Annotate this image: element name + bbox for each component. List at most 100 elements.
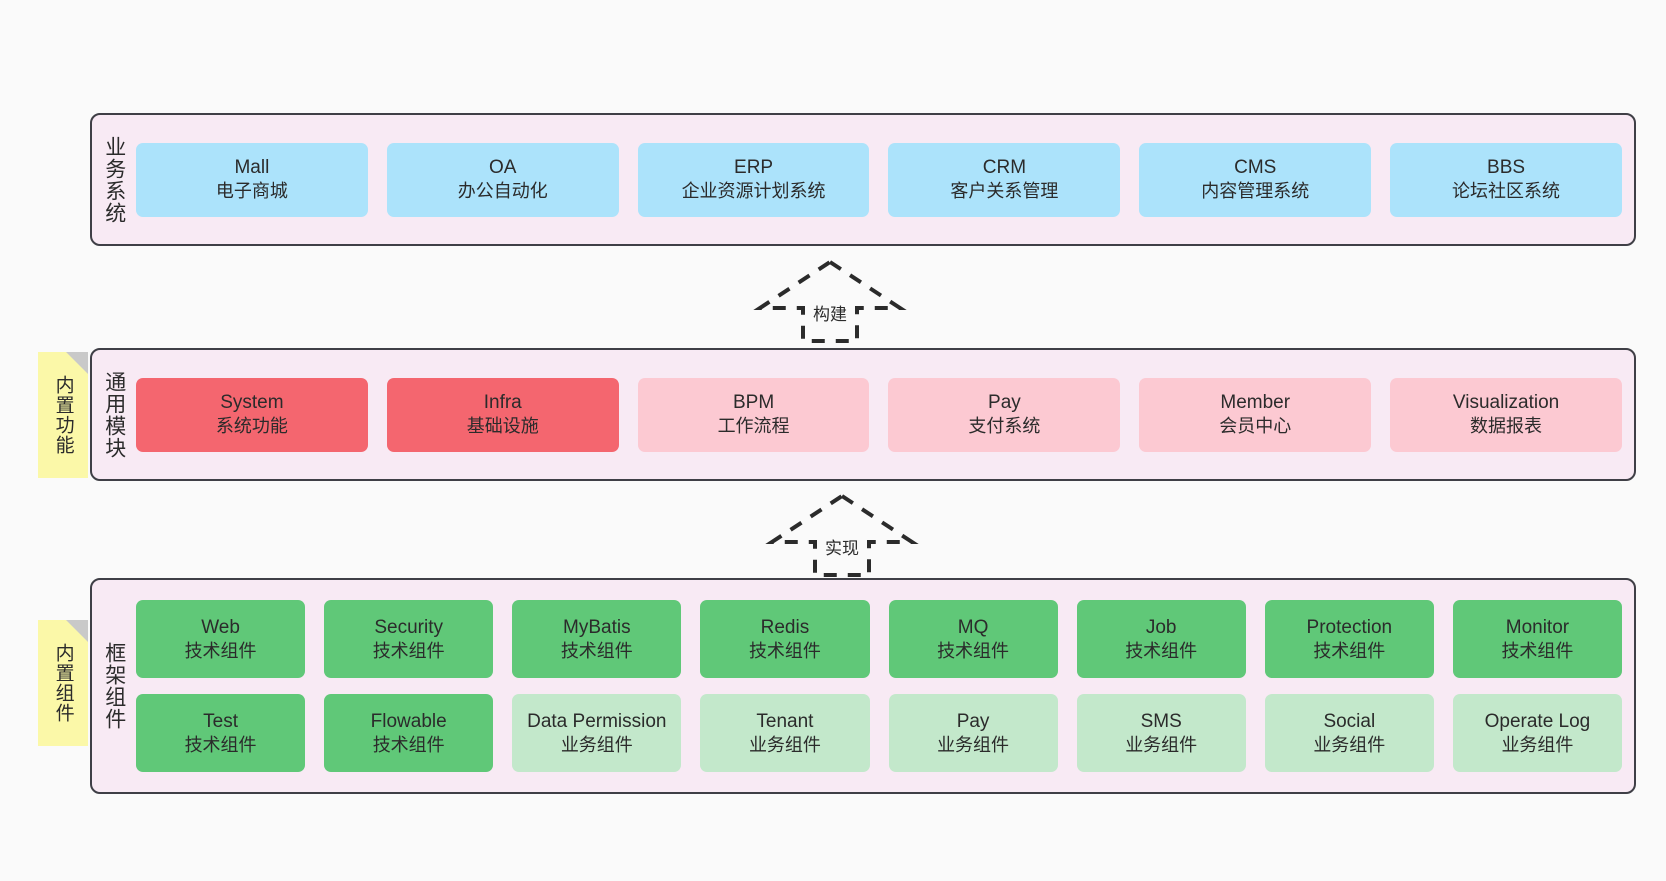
node-oa[interactable]: OA 办公自动化 [386,142,619,217]
node-subtitle: 技术组件 [1501,640,1574,661]
layer-row: System 系统功能 Infra 基础设施 BPM 工作流程 Pay 支付系统… [136,377,1622,452]
node-web[interactable]: Web 技术组件 [136,600,306,678]
node-title: Pay [956,710,990,732]
node-title: Flowable [370,710,447,732]
layer-common-modules: 通用模块 System 系统功能 Infra 基础设施 BPM 工作流程 Pay… [90,348,1636,481]
node-pay-component[interactable]: Pay 业务组件 [888,694,1058,772]
node-subtitle: 业务组件 [1501,734,1574,755]
node-title: Social [1323,710,1376,732]
layer-body-frame: Web 技术组件 Security 技术组件 MyBatis 技术组件 Redi… [136,580,1634,792]
node-sms[interactable]: SMS 业务组件 [1076,694,1246,772]
node-title: Mall [234,157,270,179]
node-mq[interactable]: MQ 技术组件 [888,600,1058,678]
node-subtitle: 技术组件 [937,640,1010,661]
layer-row: Web 技术组件 Security 技术组件 MyBatis 技术组件 Redi… [136,600,1622,678]
node-subtitle: 论坛社区系统 [1452,181,1561,202]
node-visualization[interactable]: Visualization 数据报表 [1390,377,1622,452]
layer-row: Test 技术组件 Flowable 技术组件 Data Permission … [136,694,1622,772]
node-subtitle: 支付系统 [968,416,1041,437]
node-bbs[interactable]: BBS 论坛社区系统 [1390,142,1622,217]
node-subtitle: 技术组件 [372,640,445,661]
node-title: SMS [1140,710,1182,732]
node-subtitle: 业务组件 [748,734,821,755]
node-subtitle: 技术组件 [1313,640,1386,661]
arrow-implement: 实现 [765,492,919,577]
node-title: Data Permission [527,710,667,732]
node-mall[interactable]: Mall 电子商城 [136,142,368,217]
node-monitor[interactable]: Monitor 技术组件 [1452,600,1622,678]
node-social[interactable]: Social 业务组件 [1264,694,1434,772]
node-subtitle: 数据报表 [1470,416,1543,437]
node-subtitle: 客户关系管理 [950,181,1059,202]
note-label: 内置组件 [52,643,74,723]
node-title: Redis [760,616,810,638]
node-subtitle: 技术组件 [372,734,445,755]
node-bpm[interactable]: BPM 工作流程 [637,377,870,452]
node-subtitle: 技术组件 [1125,640,1198,661]
node-flowable[interactable]: Flowable 技术组件 [324,694,494,772]
node-subtitle: 工作流程 [717,416,790,437]
node-title: Infra [483,392,522,414]
node-operate-log[interactable]: Operate Log 业务组件 [1452,694,1622,772]
layer-title-business: 业务系统 [102,135,126,224]
node-title: Job [1145,616,1177,638]
node-title: OA [489,157,517,179]
node-title: Operate Log [1484,710,1591,732]
layer-business-systems: 业务系统 Mall 电子商城 OA 办公自动化 ERP 企业资源计划系统 CRM… [90,113,1636,246]
node-title: CMS [1234,157,1277,179]
node-title: BPM [732,392,775,414]
node-pay-module[interactable]: Pay 支付系统 [888,377,1121,452]
node-security[interactable]: Security 技术组件 [324,600,494,678]
node-subtitle: 技术组件 [560,640,633,661]
note-builtin-features: 内置功能 [38,352,88,478]
node-title: Protection [1306,616,1393,638]
node-system[interactable]: System 系统功能 [136,377,368,452]
node-title: System [220,392,284,414]
layer-title-common: 通用模块 [102,370,126,459]
node-subtitle: 业务组件 [1125,734,1198,755]
node-title: Pay [988,392,1021,414]
note-label: 内置功能 [52,375,74,455]
node-test[interactable]: Test 技术组件 [136,694,306,772]
node-title: Test [203,710,238,732]
node-tenant[interactable]: Tenant 业务组件 [700,694,870,772]
node-infra[interactable]: Infra 基础设施 [386,377,619,452]
node-erp[interactable]: ERP 企业资源计划系统 [637,142,870,217]
node-subtitle: 业务组件 [1313,734,1386,755]
node-cms[interactable]: CMS 内容管理系统 [1139,142,1372,217]
node-subtitle: 内容管理系统 [1201,181,1310,202]
node-protection[interactable]: Protection 技术组件 [1264,600,1434,678]
node-subtitle: 会员中心 [1219,416,1292,437]
node-subtitle: 技术组件 [748,640,821,661]
node-subtitle: 业务组件 [937,734,1010,755]
node-title: Visualization [1452,392,1560,414]
layer-framework-components: 框架组件 Web 技术组件 Security 技术组件 MyBatis 技术组件… [90,578,1636,794]
node-subtitle: 系统功能 [215,416,288,437]
node-title: Tenant [756,710,814,732]
layer-row: Mall 电子商城 OA 办公自动化 ERP 企业资源计划系统 CRM 客户关系… [136,142,1622,217]
note-builtin-components: 内置组件 [38,620,88,746]
layer-body-business: Mall 电子商城 OA 办公自动化 ERP 企业资源计划系统 CRM 客户关系… [136,115,1634,244]
node-subtitle: 基础设施 [466,416,539,437]
node-mybatis[interactable]: MyBatis 技术组件 [512,600,682,678]
node-member[interactable]: Member 会员中心 [1139,377,1372,452]
node-title: BBS [1487,157,1526,179]
node-subtitle: 电子商城 [215,181,288,202]
node-crm[interactable]: CRM 客户关系管理 [888,142,1121,217]
node-title: CRM [982,157,1027,179]
arrow-up-icon [753,259,907,343]
node-title: Member [1220,392,1291,414]
node-data-permission[interactable]: Data Permission 业务组件 [512,694,682,772]
node-subtitle: 业务组件 [560,734,633,755]
node-title: Monitor [1505,616,1570,638]
arrow-build: 构建 [753,258,907,343]
node-title: Web [201,616,240,638]
node-title: ERP [734,157,774,179]
node-title: MyBatis [563,616,631,638]
node-subtitle: 办公自动化 [457,181,548,202]
node-redis[interactable]: Redis 技术组件 [700,600,870,678]
node-job[interactable]: Job 技术组件 [1076,600,1246,678]
node-subtitle: 技术组件 [184,734,257,755]
node-subtitle: 企业资源计划系统 [681,181,826,202]
